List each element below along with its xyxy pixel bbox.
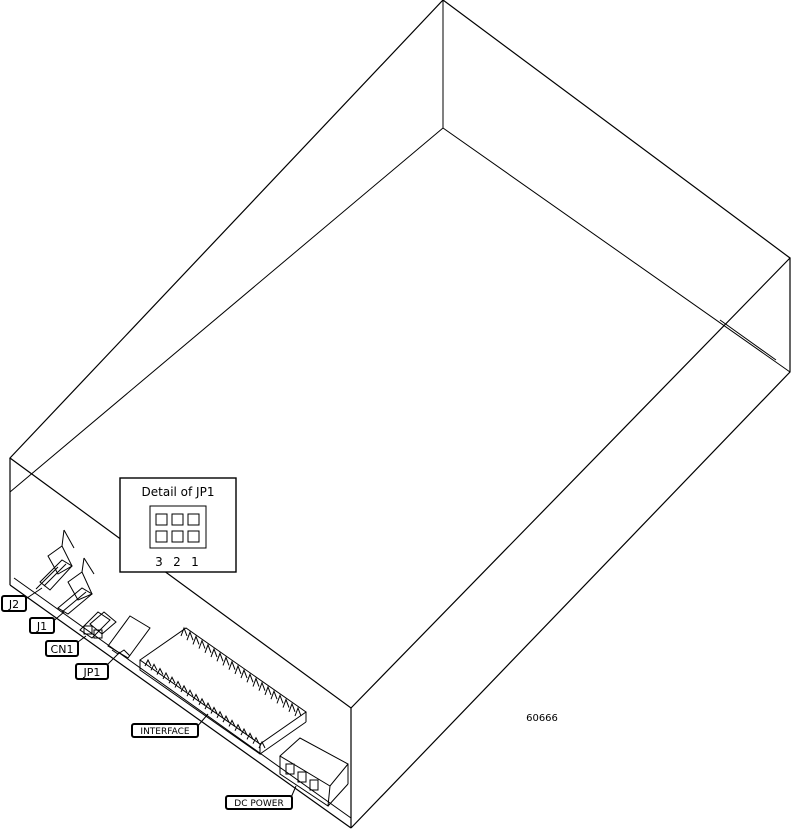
jp1-detail-title: Detail of JP1 bbox=[142, 485, 215, 499]
interface-pin bbox=[294, 706, 302, 717]
interface-pin bbox=[228, 660, 236, 670]
callout-cn1: CN1 bbox=[45, 640, 79, 657]
interface-pin bbox=[240, 727, 248, 736]
interface-pin bbox=[222, 714, 230, 723]
interface-pin bbox=[198, 639, 206, 649]
jp1-detail-box: Detail of JP1 3 2 1 bbox=[119, 477, 237, 573]
callout-jp1: JP1 bbox=[75, 663, 109, 680]
leader-lines bbox=[23, 587, 297, 801]
interface-pin bbox=[192, 634, 200, 645]
interface-pin bbox=[228, 719, 236, 727]
interface-pin bbox=[186, 630, 194, 641]
callout-interface: INTERFACE bbox=[131, 723, 199, 738]
interface-pin bbox=[180, 626, 188, 637]
interface-pin bbox=[270, 689, 278, 700]
interface-pin bbox=[168, 676, 176, 684]
interface-connector bbox=[139, 626, 307, 755]
interface-pins-front bbox=[144, 658, 266, 749]
interface-pin bbox=[282, 698, 290, 708]
interface-pins-rear bbox=[180, 626, 302, 717]
drive-right-face bbox=[350, 258, 791, 829]
interface-pin bbox=[234, 723, 242, 731]
callout-j1-text: J1 bbox=[36, 620, 47, 633]
jp1-pin-label-2: 2 bbox=[173, 555, 181, 569]
interface-pin bbox=[216, 651, 224, 662]
interface-pin bbox=[186, 689, 194, 697]
interface-pin bbox=[192, 693, 200, 701]
callout-dc-power-text: DC POWER bbox=[234, 799, 283, 809]
interface-pin bbox=[288, 702, 296, 712]
interface-pin bbox=[210, 706, 218, 714]
interface-pin bbox=[204, 643, 212, 654]
interface-pin bbox=[210, 647, 218, 658]
callout-cn1-text: CN1 bbox=[51, 643, 74, 656]
interface-pin bbox=[174, 680, 182, 688]
jp1-pin-label-1: 1 bbox=[191, 555, 199, 569]
j2-connector bbox=[35, 529, 75, 591]
interface-pin bbox=[222, 656, 230, 666]
callout-dc-power: DC POWER bbox=[225, 795, 293, 810]
interface-pin bbox=[234, 664, 242, 675]
callout-interface-text: INTERFACE bbox=[140, 727, 189, 737]
interface-pin bbox=[258, 740, 266, 749]
interface-pin bbox=[198, 697, 206, 706]
interface-pin bbox=[216, 710, 224, 719]
interface-pin bbox=[204, 702, 212, 710]
callout-jp1-text: JP1 bbox=[83, 666, 101, 679]
interface-pin bbox=[150, 663, 158, 671]
interface-pin bbox=[264, 685, 272, 696]
figure-number: 60666 bbox=[526, 713, 558, 724]
interface-pin bbox=[144, 658, 152, 667]
callout-j1: J1 bbox=[29, 617, 55, 634]
interface-pin bbox=[252, 677, 260, 687]
cn1-connector bbox=[79, 611, 117, 639]
dc-power-connector bbox=[279, 737, 349, 807]
jp1-header bbox=[107, 615, 151, 659]
callout-j2: J2 bbox=[1, 595, 27, 612]
interface-pin bbox=[276, 693, 284, 704]
drive-top-face bbox=[9, 0, 791, 709]
j1-connector bbox=[57, 557, 95, 615]
jp1-pin-label-3: 3 bbox=[155, 555, 163, 569]
interface-pin bbox=[246, 672, 254, 683]
interface-pin bbox=[246, 732, 254, 740]
drive-top-lip bbox=[9, 0, 791, 493]
callout-j2-text: J2 bbox=[8, 598, 19, 611]
interface-pin bbox=[258, 681, 266, 691]
interface-pin bbox=[156, 667, 164, 675]
interface-pin bbox=[252, 736, 260, 744]
interface-pin bbox=[180, 684, 188, 693]
interface-pin bbox=[162, 671, 170, 680]
jp1-pin-grid bbox=[155, 513, 200, 543]
interface-pin bbox=[240, 668, 248, 679]
drive-front-face bbox=[9, 458, 352, 829]
